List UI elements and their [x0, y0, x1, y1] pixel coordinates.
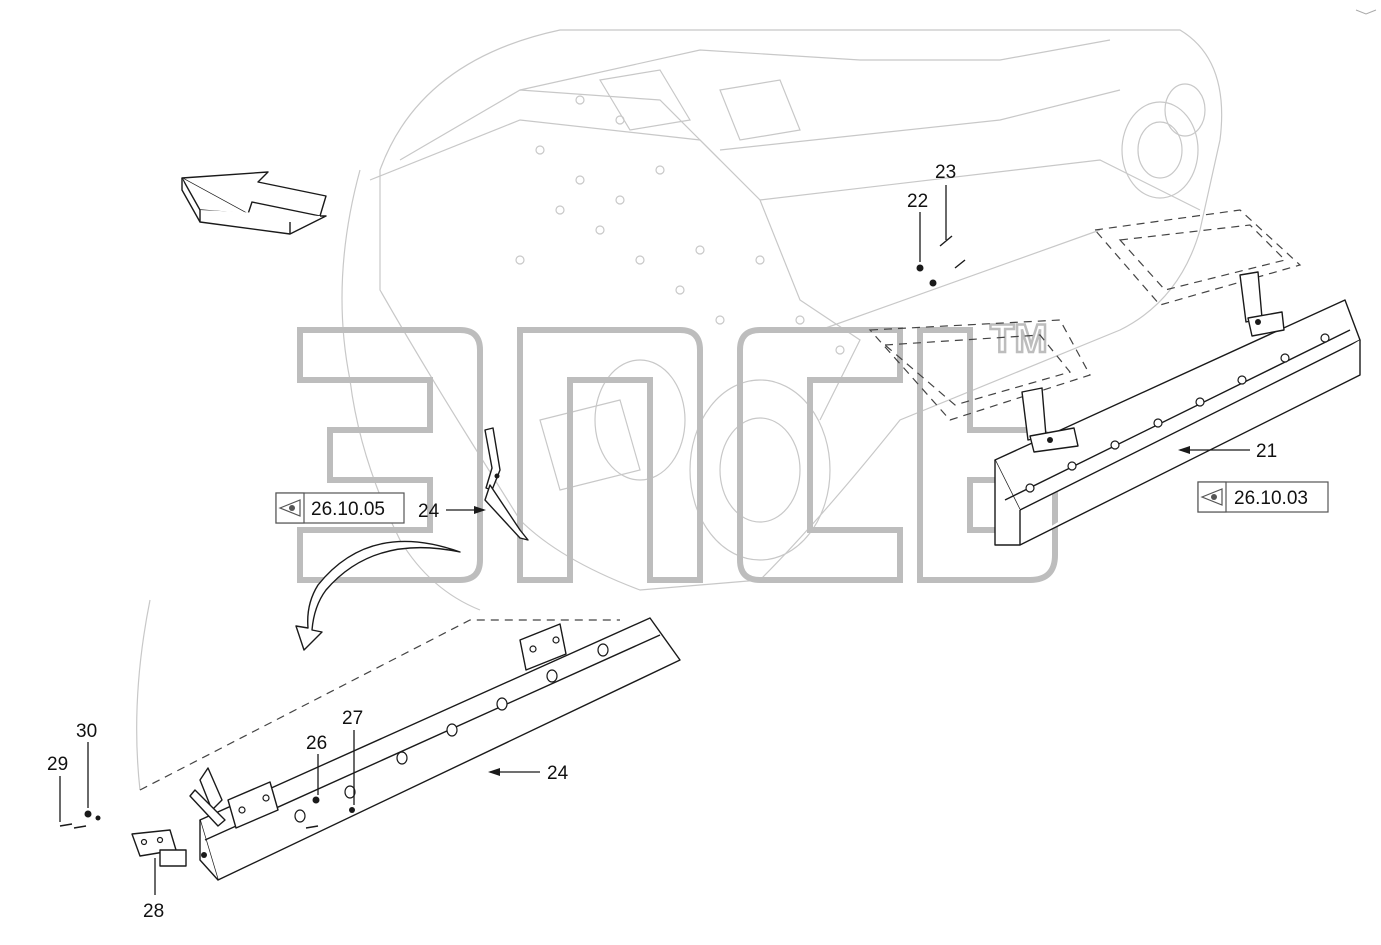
- reference-link-right[interactable]: 26.10.03: [1197, 481, 1329, 513]
- callout-22: 22: [907, 191, 928, 212]
- guard-holes-right: [1025, 333, 1330, 493]
- direction-arrow-icon: [181, 171, 327, 235]
- guard-assembly-right: [868, 209, 1361, 546]
- fasteners-lower: [59, 796, 355, 829]
- arrowheads: [474, 446, 1190, 776]
- hinge-plate-28: [131, 829, 187, 867]
- callout-28: 28: [143, 901, 164, 922]
- guard-assembly-lower: [139, 617, 681, 881]
- reference-right-label: 26.10.03: [1234, 488, 1308, 509]
- callout-26: 26: [306, 733, 327, 754]
- ghost-bolt-holes: [515, 95, 845, 355]
- callout-23: 23: [935, 162, 956, 183]
- callout-30: 30: [76, 721, 97, 742]
- callout-24-lower: 24: [547, 763, 569, 784]
- callout-24-upper: 24: [418, 501, 440, 522]
- machine-body-ghost: [136, 29, 1223, 791]
- leader-lines: [59, 185, 1250, 895]
- reference-link-left[interactable]: 26.10.05: [275, 492, 405, 524]
- bracket-24-upper: [484, 427, 529, 541]
- fasteners-22-23: [916, 235, 966, 287]
- corner-mark: [1355, 9, 1377, 15]
- callout-27: 27: [342, 708, 363, 729]
- callout-29: 29: [47, 754, 68, 775]
- swing-arrow-icon: [295, 540, 461, 651]
- callout-21: 21: [1256, 441, 1277, 462]
- watermark-logo: TM: [297, 316, 1058, 583]
- guard-holes-lower: [294, 643, 609, 823]
- reference-left-label: 26.10.05: [311, 499, 385, 520]
